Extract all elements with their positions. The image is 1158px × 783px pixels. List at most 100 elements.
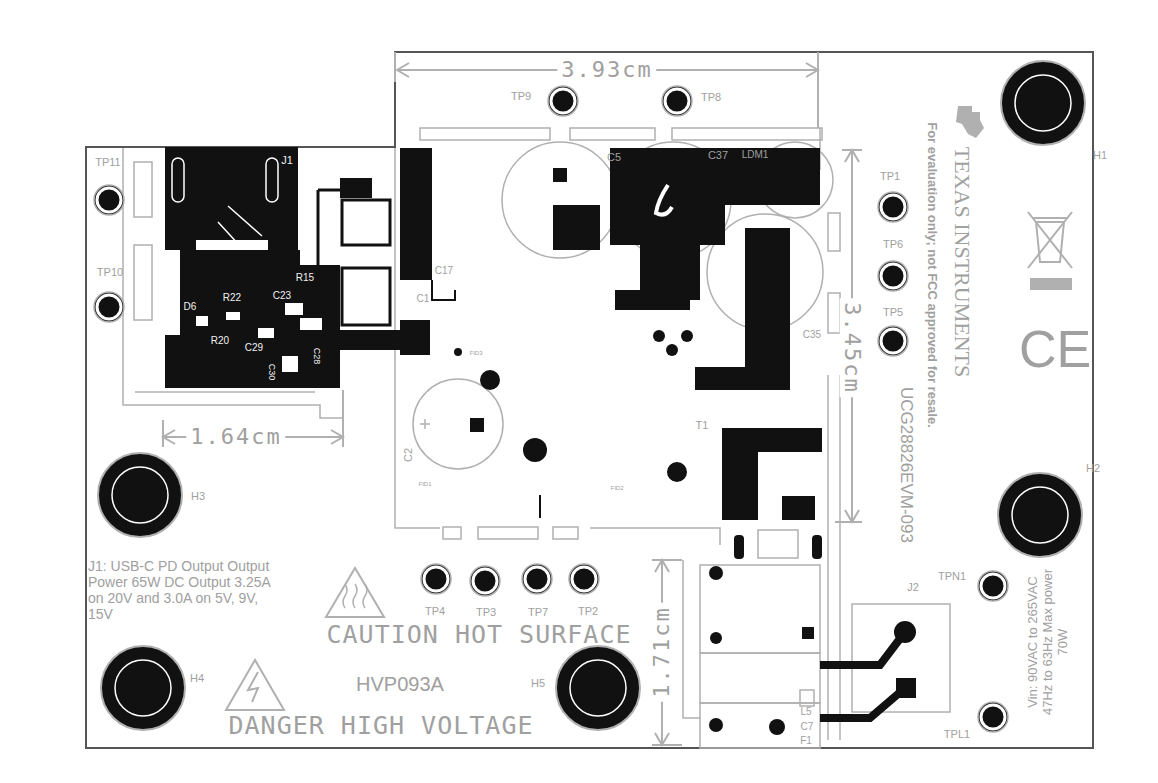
test-point [421,564,451,594]
silkscreen-label: Vin: 90VAC to 265VAC 47Hz to 63Hz Max po… [1026,567,1071,717]
silkscreen-label: H4 [190,672,204,685]
copper-trace [317,190,320,290]
silkscreen-label: TP4 [425,605,445,618]
test-point [424,567,448,591]
silkscreen-label: For evaluation only; not FCC approved fo… [925,122,940,428]
test-point [94,86,1008,732]
mounting-hole [1015,75,1071,131]
copper-pour [653,330,665,342]
ti-logo [956,106,984,138]
isolation-slot [570,128,655,140]
copper-trace [318,190,905,718]
mounting-hole [112,467,168,523]
mounting-hole [556,646,640,730]
test-point [97,295,121,319]
test-point [881,264,905,288]
polarity-mark [420,240,790,429]
test-point [881,195,905,219]
copper-pour [340,178,372,198]
isolation-slot [683,560,700,718]
test-point [981,574,1005,598]
copper-pour [790,170,820,200]
silkscreen-label: R20 [211,335,229,347]
weee-symbol [1030,278,1072,290]
copper-pour [165,147,298,250]
isolation-slot [123,128,840,740]
silkscreen-label: TP1 [880,170,900,183]
copper-pour [681,330,693,342]
test-point [569,564,599,594]
mounting-hole [101,646,185,730]
copper-pour [553,205,600,250]
component-outline [700,565,820,653]
component-outline [413,142,950,748]
silkscreen-label: R22 [223,292,241,304]
copper-detail [196,316,208,326]
silkscreen-label: C35 [803,329,821,341]
test-point [522,564,552,594]
component-outline [758,530,798,558]
silkscreen-label: C37 [708,149,728,162]
silkscreen-label: TP6 [883,238,903,251]
component-outline [700,703,820,748]
copper-pour [756,291,774,309]
copper-detail [656,185,672,215]
silkscreen-label: FID3 [469,350,482,357]
mounting-hole [112,75,1071,716]
copper-pour [668,172,682,186]
copper-detail [285,303,303,315]
copper-pour [769,719,785,735]
copper-pour [812,535,822,559]
copper-pour [709,718,723,732]
silkscreen-label: TP11 [95,156,120,169]
copper-pour [734,535,744,559]
copper-pour [165,250,340,388]
silkscreen-label: 1.71cm [649,602,674,701]
silkscreen-label: C29 [245,342,263,354]
component-outline [502,142,618,258]
silkscreen-label: TP2 [578,605,598,618]
silkscreen-label: C28 [312,348,322,365]
weee-symbol [1028,212,1072,290]
copper-trace [539,495,541,518]
silkscreen-label: D6 [184,301,197,313]
copper-pour [695,228,790,390]
silkscreen-label: H3 [191,490,205,503]
test-point [548,86,578,116]
isolation-slot [553,527,578,539]
silkscreen-label: TP3 [476,606,496,619]
copper-pour [553,168,567,182]
copper-detail [226,312,240,320]
isolation-slot [590,528,720,545]
test-point [551,89,575,113]
silkscreen-label: TP9 [511,90,531,103]
silkscreen-label: 1.64cm [186,424,285,449]
silkscreen-label: UCG28826EVM-093 [896,387,916,543]
copper-pour [666,344,678,356]
copper-detail [172,158,184,202]
isolation-slot [839,375,841,740]
copper-pour [722,428,822,520]
silkscreen-label: H2 [1086,462,1100,475]
isolation-slot [827,375,829,740]
copper-trace [318,189,342,192]
isolation-slot [478,527,538,539]
copper-detail [342,200,390,245]
test-point [94,292,124,322]
silkscreen-label: TEXAS INSTRUMENTS [949,147,974,377]
silkscreen-label: J1: USB-C PD Output Output Power 65W DC … [88,558,280,622]
copper-pour [400,148,432,280]
mounting-hole [115,660,171,716]
test-point [978,702,1008,732]
silkscreen-label: J2 [907,581,919,594]
isolation-slot [395,148,440,528]
copper-detail [266,158,278,202]
test-point [470,566,500,596]
test-point [525,567,549,591]
warning-symbol [248,672,258,702]
copper-pour [400,320,430,355]
test-point [878,261,908,291]
copper-pour [709,566,723,580]
